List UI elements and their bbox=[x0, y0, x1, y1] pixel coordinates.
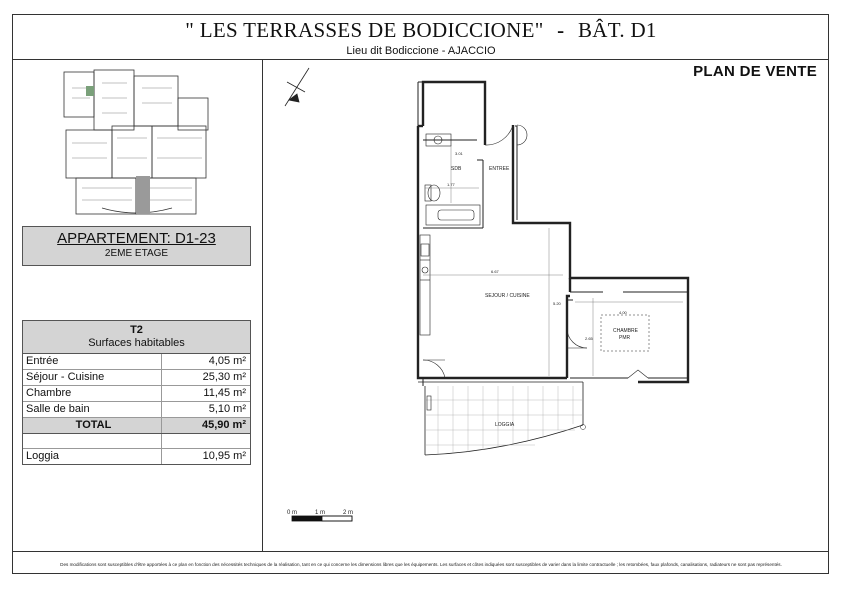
table-row: Entrée 4,05 m² bbox=[23, 354, 250, 370]
scale-label: 1 m bbox=[315, 510, 325, 516]
dimension-lines bbox=[423, 145, 683, 376]
inner-walls bbox=[417, 81, 688, 386]
dimension-label: 1.77 bbox=[447, 182, 456, 187]
plan-type-label: PLAN DE VENTE bbox=[693, 63, 817, 80]
drain-icon bbox=[580, 424, 586, 430]
keyplan-block bbox=[111, 125, 153, 179]
dimension-label: 3.01 bbox=[455, 151, 464, 156]
keyplan-block bbox=[75, 177, 137, 215]
loggia-outline bbox=[418, 381, 584, 456]
row-value: 10,95 m² bbox=[161, 449, 250, 464]
scale-label: 0 m bbox=[287, 510, 297, 516]
room-label-loggia: LOGGIA bbox=[495, 422, 515, 428]
blank-cell bbox=[23, 434, 161, 448]
kitchen-counter bbox=[419, 234, 431, 336]
keyplan-block bbox=[151, 125, 207, 179]
page-title: " LES TERRASSES DE BODICCIONE" - BÂT. D1 bbox=[0, 18, 842, 43]
dimension-label: 2.65 bbox=[585, 336, 594, 341]
dimension-label: 5.20 bbox=[553, 301, 562, 306]
building-name: BÂT. D1 bbox=[578, 18, 657, 42]
apartment-floor: 2EME ETAGE bbox=[104, 248, 169, 259]
railing-posts bbox=[426, 395, 432, 411]
scale-label: 2 m bbox=[343, 510, 353, 516]
keyplan-block bbox=[93, 69, 135, 131]
door-swings bbox=[422, 120, 649, 379]
keyplan-hatching bbox=[72, 82, 202, 201]
row-label: Séjour - Cuisine bbox=[26, 371, 105, 383]
surfaces-table-header: T2 Surfaces habitables bbox=[23, 321, 250, 354]
walls bbox=[416, 80, 690, 384]
apartment-box: APPARTEMENT: D1-23 2EME ETAGE bbox=[22, 226, 251, 266]
dimension-label: 6.67 bbox=[491, 269, 500, 274]
total-label: TOTAL bbox=[75, 419, 112, 431]
floor-plan: SDB ENTREE SEJOUR / CUISINE CHAMBRE PMR … bbox=[284, 67, 690, 522]
room-label-sejour: SEJOUR / CUISINE bbox=[485, 293, 530, 299]
project-title: " LES TERRASSES DE BODICCIONE" bbox=[185, 18, 544, 42]
table-row: Séjour - Cuisine 25,30 m² bbox=[23, 370, 250, 386]
bathroom-fixtures bbox=[424, 133, 481, 226]
header-divider bbox=[12, 59, 829, 60]
apartment-type: T2 bbox=[130, 324, 143, 336]
row-value: 4,05 m² bbox=[161, 354, 250, 369]
surfaces-table: T2 Surfaces habitables Entrée 4,05 m² Sé… bbox=[22, 320, 251, 465]
row-label: Salle de bain bbox=[26, 403, 90, 415]
room-label-chambre: CHAMBRE bbox=[613, 328, 639, 334]
dimension-label: 4.00 bbox=[619, 310, 628, 315]
keyplan-highlight bbox=[136, 176, 150, 214]
apartment-name: APPARTEMENT: D1-23 bbox=[57, 230, 216, 247]
loggia-tiling bbox=[425, 386, 583, 454]
surfaces-subtitle: Surfaces habitables bbox=[88, 337, 185, 349]
row-label: Loggia bbox=[26, 450, 60, 462]
room-label-chambre-sub: PMR bbox=[619, 335, 631, 341]
keyplan-block bbox=[177, 97, 209, 131]
table-row: Salle de bain 5,10 m² bbox=[23, 402, 250, 418]
footer-divider bbox=[12, 551, 829, 552]
keyplan-green-area bbox=[86, 86, 94, 96]
row-value: 11,45 m² bbox=[161, 386, 250, 401]
keyplan-block bbox=[133, 75, 179, 127]
column-divider bbox=[262, 59, 263, 551]
blank-row bbox=[23, 434, 250, 449]
room-label-sdb: SDB bbox=[451, 166, 462, 172]
bed-outline bbox=[600, 314, 650, 352]
keyplan-block bbox=[65, 129, 113, 179]
total-row: TOTAL 45,90 m² bbox=[23, 418, 250, 434]
total-value: 45,90 m² bbox=[161, 418, 250, 433]
north-arrow bbox=[284, 67, 310, 107]
table-row: Chambre 11,45 m² bbox=[23, 386, 250, 402]
table-row: Loggia 10,95 m² bbox=[23, 449, 250, 464]
page-frame bbox=[12, 14, 829, 574]
scale-bar bbox=[291, 515, 353, 522]
blank-cell bbox=[161, 434, 250, 448]
key-plan bbox=[63, 69, 209, 215]
room-label-entree: ENTREE bbox=[489, 166, 510, 172]
row-label: Entrée bbox=[26, 355, 59, 367]
row-value: 5,10 m² bbox=[161, 402, 250, 417]
title-separator: - bbox=[557, 18, 565, 42]
row-label: Chambre bbox=[26, 387, 72, 399]
disclaimer: Des modifications sont susceptibles d'êt… bbox=[60, 562, 782, 567]
row-value: 25,30 m² bbox=[161, 370, 250, 385]
location-subtitle: Lieu dit Bodiccione - AJACCIO bbox=[346, 45, 496, 57]
